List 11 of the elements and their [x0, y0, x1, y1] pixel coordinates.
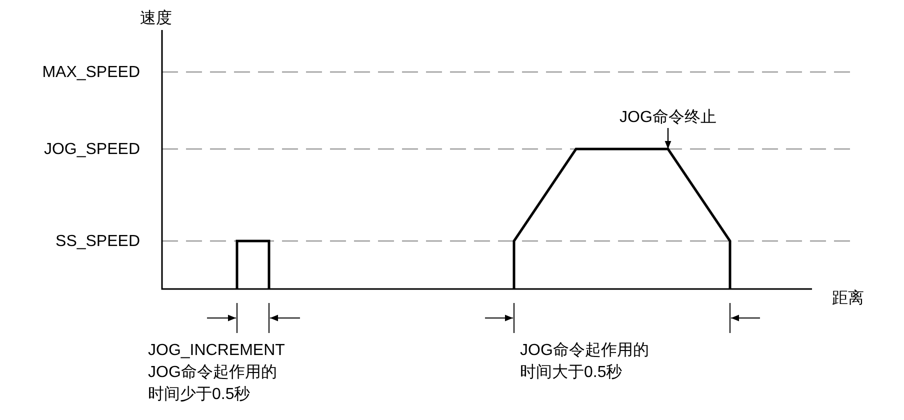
speed-level-label: SS_SPEED: [54, 232, 140, 252]
timing-note: JOG命令起作用的时间少于0.5秒: [148, 363, 278, 405]
annotation-text: JOG命令终止: [612, 107, 724, 128]
leader-line: [664, 128, 672, 149]
speed-level-label: MAX_SPEED: [41, 63, 140, 83]
axis-label: 速度: [140, 8, 172, 29]
axis-label: 距离: [832, 288, 864, 309]
speed-level-label: JOG_SPEED: [42, 140, 140, 160]
speed-profile: [512, 148, 732, 289]
timing-note: JOG命令起作用的时间大于0.5秒: [520, 341, 650, 383]
parameter-label: JOG_INCREMENT: [148, 341, 285, 361]
